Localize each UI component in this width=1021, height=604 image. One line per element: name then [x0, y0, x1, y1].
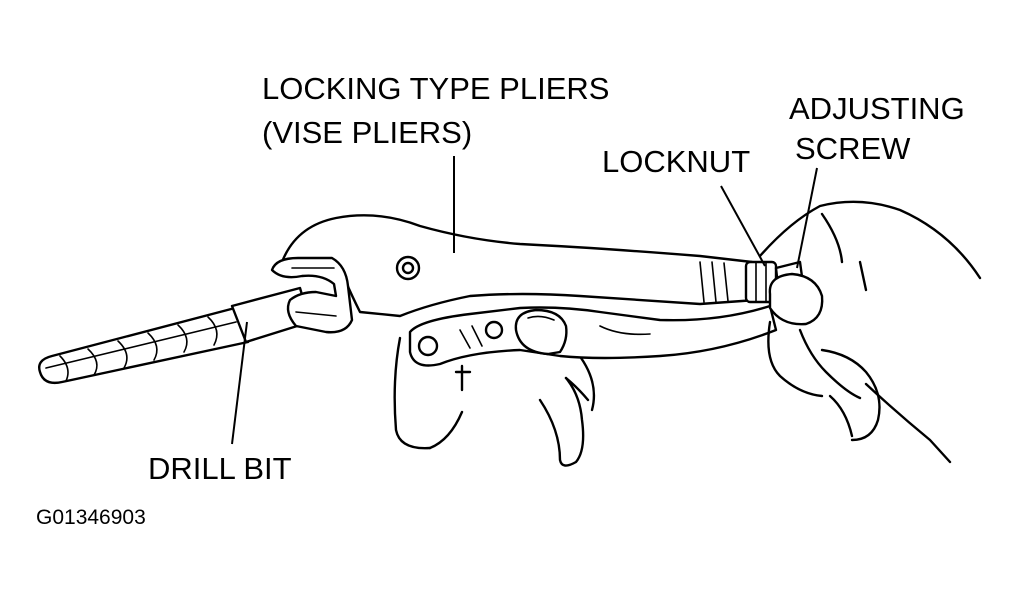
- thumb-drawing: [514, 308, 568, 356]
- right-hand-drawing: [758, 200, 982, 464]
- pliers-label-line1: LOCKING TYPE PLIERS: [262, 71, 609, 106]
- figure-id: G01346903: [36, 506, 146, 529]
- drill-bit-label: DRILL BIT: [148, 451, 292, 486]
- adjusting-screw-label-line1: ADJUSTING: [789, 91, 965, 126]
- drill-bit-leader-line: [231, 321, 248, 445]
- pliers-body-drawing: [270, 214, 758, 334]
- adjusting-screw-label-line2: SCREW: [795, 131, 911, 166]
- adjusting-screw-leader-line: [796, 167, 818, 269]
- locknut-label: LOCKNUT: [602, 144, 750, 179]
- locknut-leader-line: [720, 185, 766, 267]
- pliers-label-line2: (VISE PLIERS): [262, 115, 472, 150]
- drill-bit-drawing: [38, 286, 312, 385]
- pliers-lower-handle-drawing: [408, 304, 778, 367]
